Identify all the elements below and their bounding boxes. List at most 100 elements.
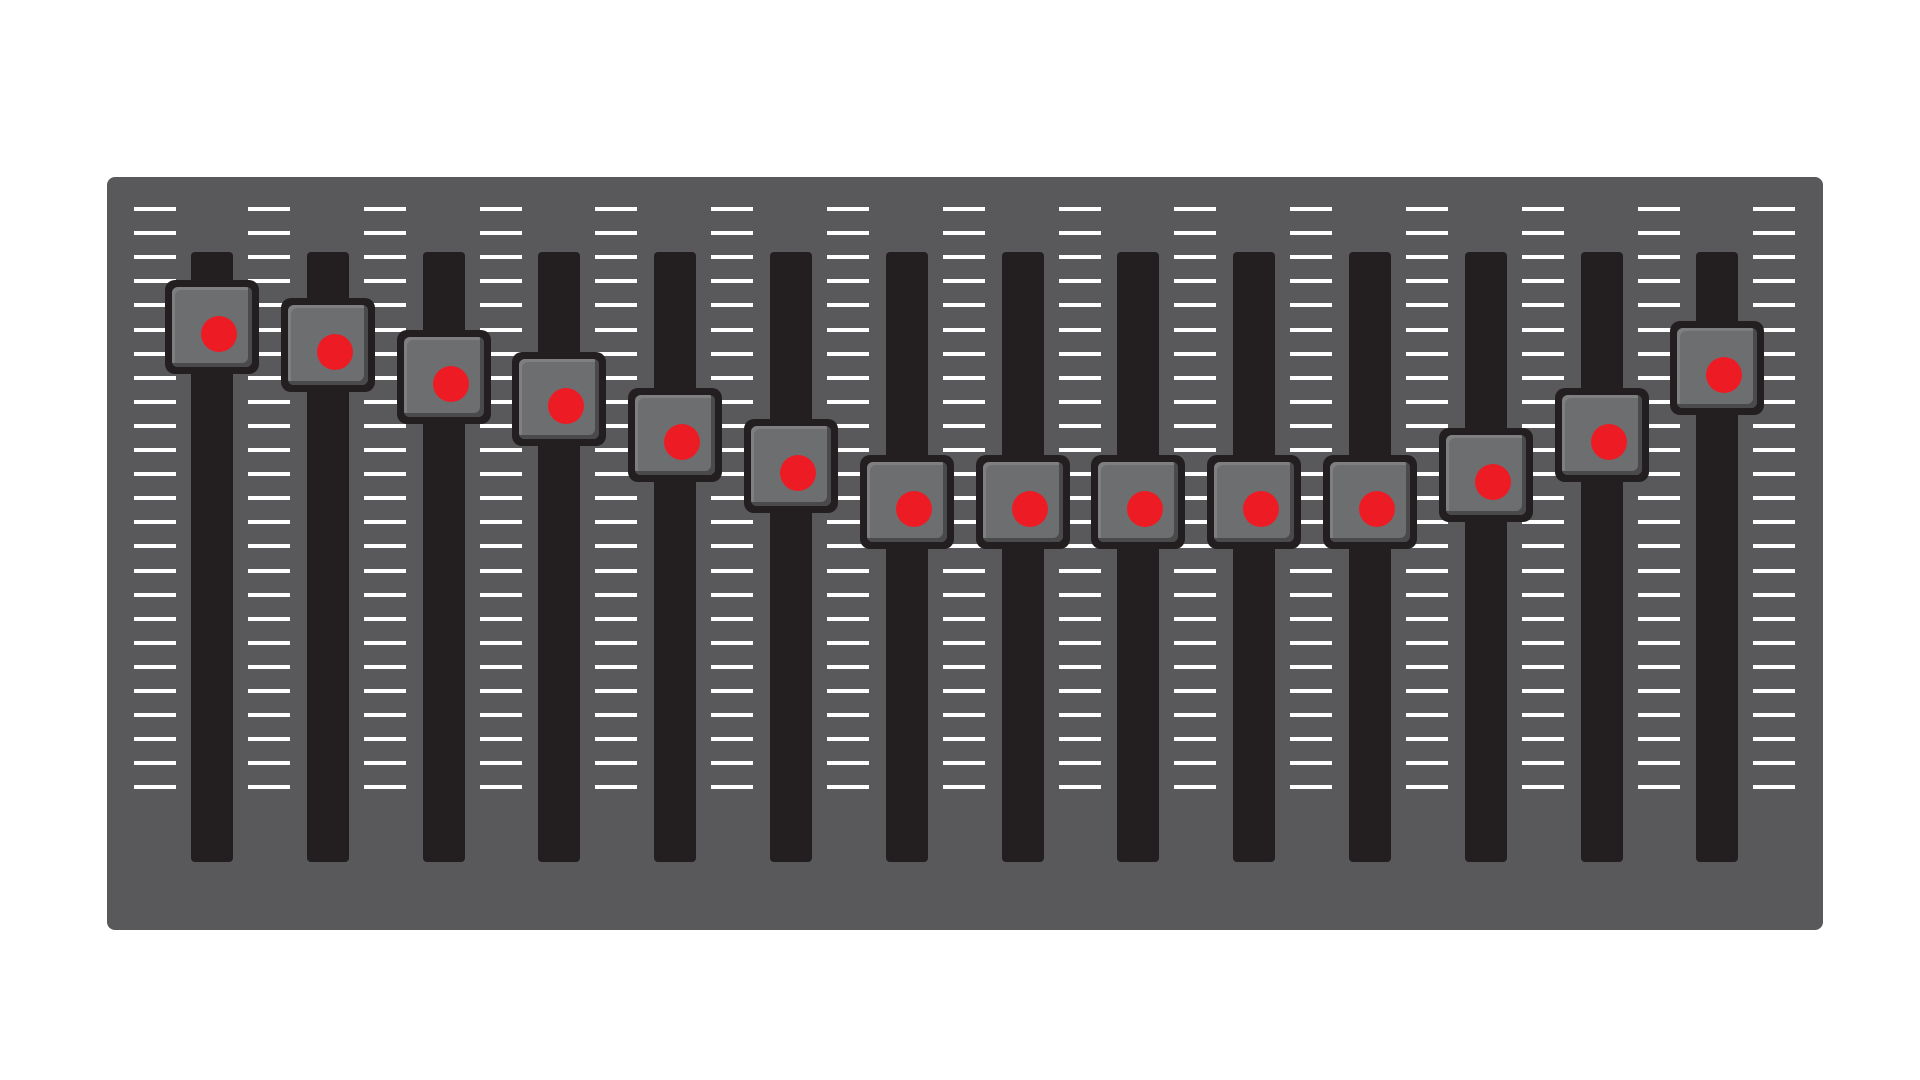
scale-tick: [479, 351, 522, 356]
slider-knob[interactable]: [1670, 320, 1765, 415]
scale-tick: [1290, 616, 1333, 621]
slider-track[interactable]: [885, 252, 928, 862]
scale-tick: [711, 616, 754, 621]
slider-knob[interactable]: [1438, 428, 1533, 523]
scale-tick: [942, 544, 985, 549]
slider-track[interactable]: [770, 252, 812, 862]
scale-tick: [1174, 423, 1217, 428]
scale-tick: [827, 640, 869, 645]
scale-tick: [1290, 737, 1333, 742]
scale-tick: [1637, 279, 1680, 284]
scale-tick: [1521, 399, 1564, 404]
scale-tick: [1406, 737, 1448, 742]
scale-tick: [1753, 231, 1796, 236]
slider-track[interactable]: [1580, 252, 1623, 862]
scale-tick: [827, 399, 869, 404]
scale-tick: [479, 737, 522, 742]
scale-tick: [479, 689, 522, 693]
scale-tick: [1521, 616, 1564, 621]
scale-tick: [1753, 664, 1796, 669]
slider-knob[interactable]: [1323, 454, 1417, 549]
scale-tick: [827, 592, 869, 597]
scale-tick: [479, 520, 522, 525]
scale-tick: [1521, 351, 1564, 356]
slider-knob[interactable]: [628, 387, 723, 482]
scale-tick: [1406, 761, 1448, 766]
scale-tick: [363, 640, 406, 645]
slider-track[interactable]: [1117, 252, 1160, 862]
scale-tick: [248, 472, 290, 477]
slider-knob[interactable]: [165, 280, 259, 375]
scale-tick: [1174, 568, 1217, 573]
scale-tick: [1753, 640, 1796, 645]
slider-knob[interactable]: [512, 351, 607, 446]
scale-tick: [1521, 472, 1564, 477]
scale-tick: [1290, 448, 1333, 452]
slider-knob[interactable]: [744, 419, 838, 514]
scale-tick: [1290, 399, 1333, 404]
scale-tick: [248, 785, 290, 790]
scale-tick: [1406, 785, 1448, 790]
scale-ticks: [1521, 207, 1564, 862]
slider-knob[interactable]: [859, 454, 954, 549]
scale-tick: [363, 207, 406, 211]
slider-knob[interactable]: [1091, 454, 1186, 549]
slider-track[interactable]: [654, 252, 697, 862]
scale-tick: [1290, 664, 1333, 669]
scale-tick: [595, 207, 638, 211]
scale-tick: [942, 761, 985, 766]
scale-tick: [827, 279, 869, 284]
scale-tick: [248, 616, 290, 621]
scale-ticks: [1058, 207, 1101, 862]
scale-tick: [942, 689, 985, 693]
slider-track[interactable]: [1233, 252, 1276, 862]
scale-tick: [479, 496, 522, 501]
scale-tick: [1058, 351, 1101, 356]
scale-tick: [711, 255, 754, 260]
scale-tick: [1174, 327, 1217, 332]
led-indicator-icon: [1243, 490, 1280, 527]
scale-tick: [827, 713, 869, 718]
scale-tick: [595, 231, 638, 236]
scale-tick: [1637, 785, 1680, 790]
slider-knob[interactable]: [396, 329, 491, 424]
scale-tick: [248, 207, 290, 211]
scale-tick: [1406, 592, 1448, 597]
slider-knob[interactable]: [280, 298, 375, 393]
scale-tick: [1406, 423, 1448, 428]
slider-knob[interactable]: [1554, 387, 1649, 482]
scale-tick: [595, 785, 638, 790]
slider-track[interactable]: [1349, 252, 1391, 862]
scale-tick: [711, 761, 754, 766]
knob-face: [751, 426, 831, 507]
scale-tick: [711, 689, 754, 693]
scale-tick: [134, 207, 176, 211]
scale-tick: [248, 255, 290, 260]
scale-tick: [827, 689, 869, 693]
slider-track[interactable]: [1001, 252, 1044, 862]
scale-tick: [711, 737, 754, 742]
scale-tick: [1174, 785, 1217, 790]
scale-tick: [134, 592, 176, 597]
knob-face: [1098, 461, 1179, 542]
scale-tick: [134, 496, 176, 501]
scale-tick: [942, 399, 985, 404]
scale-tick: [1174, 448, 1217, 452]
scale-tick: [1174, 592, 1217, 597]
scale-tick: [134, 664, 176, 669]
led-indicator-icon: [1127, 490, 1164, 527]
slider-knob[interactable]: [975, 454, 1070, 549]
slider-knob[interactable]: [1207, 454, 1302, 549]
scale-tick: [1174, 520, 1217, 525]
scale-ticks: [1637, 207, 1680, 862]
scale-tick: [1521, 231, 1564, 236]
scale-tick: [1521, 592, 1564, 597]
slider-track[interactable]: [538, 252, 581, 862]
scale-tick: [595, 351, 638, 356]
scale-tick: [827, 616, 869, 621]
scale-tick: [1406, 544, 1448, 549]
scale-tick: [1058, 303, 1101, 308]
slider-track[interactable]: [1464, 252, 1507, 862]
scale-tick: [595, 568, 638, 573]
scale-tick: [1521, 640, 1564, 645]
